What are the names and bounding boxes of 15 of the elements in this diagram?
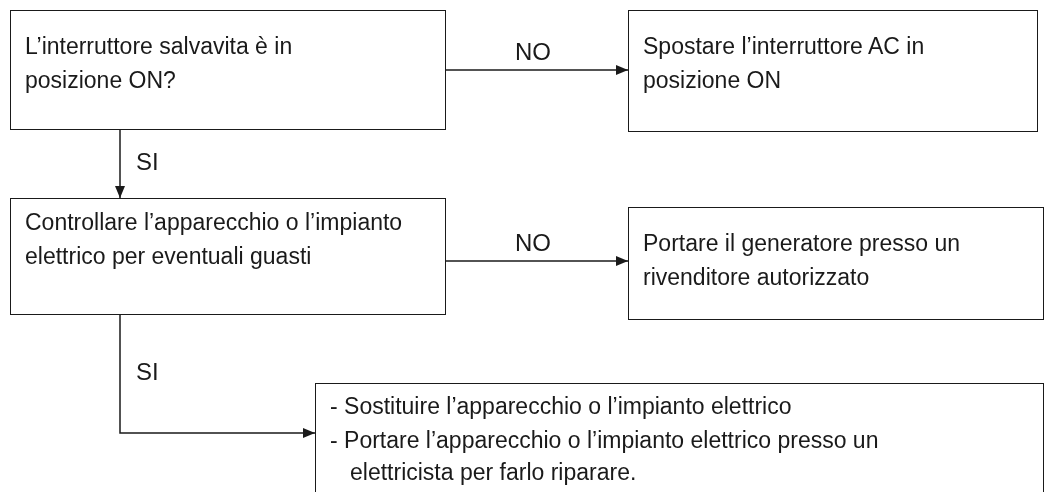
action-box [628,207,1044,320]
box-text: Spostare l’interruttore AC in posizione ON [643,32,926,95]
arrow [445,256,629,266]
action-box [628,10,1038,132]
box-text: Portare il generatore presso un rivenditore autorizzato [643,229,962,292]
arrow [119,314,316,438]
list-item: - Sostituire l’apparecchio o l’impianto elettrico [330,392,793,421]
arrow [445,65,629,75]
question-box [10,198,446,315]
instruction-box [315,383,1044,492]
box-text: L’interruttore salvavita è in posizione ON? [25,32,294,95]
box-text: Controllare l’apparecchio o l’impianto elettrico per eventuali guasti [25,208,404,271]
arrow [115,129,125,199]
list-item: - Portare l’apparecchio o l’impianto elettrico presso un elettricista per farlo riparare. [330,426,880,487]
question-box [10,10,446,130]
